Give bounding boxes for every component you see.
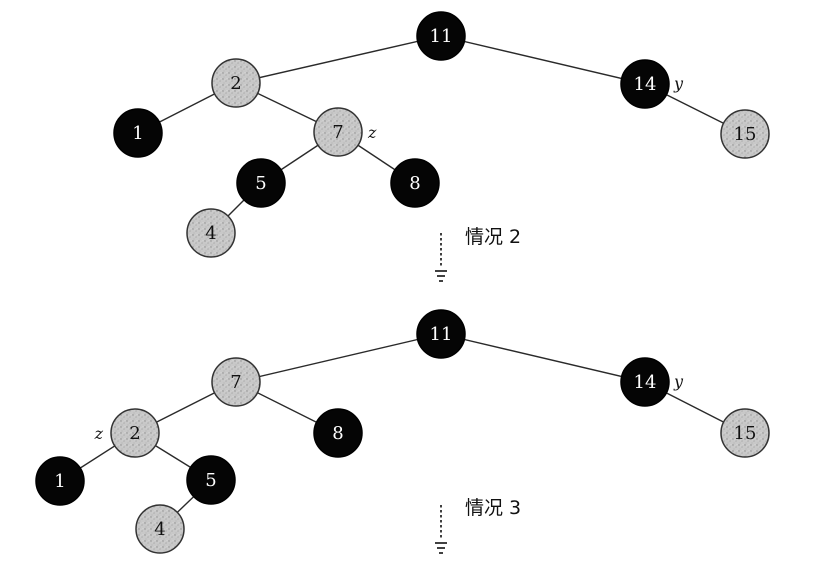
node-key: 2 (230, 73, 241, 94)
edge-11-14 (440, 35, 646, 85)
node-key: 11 (430, 324, 453, 345)
red-node-circle (135, 504, 185, 554)
tree-node-8: 8 (390, 158, 440, 208)
tree-node-2: 2 (211, 58, 261, 108)
case-2-label: 情况 2 (465, 226, 521, 248)
tree-node-5: 5 (236, 158, 286, 208)
node-key: 15 (734, 423, 757, 444)
tree-node-14: 14 y (620, 59, 684, 109)
tree-node-15: 15 (720, 408, 770, 458)
node-key: 4 (154, 519, 165, 540)
tree-node-8: 8 (313, 408, 363, 458)
tree-node-2: 2z (94, 408, 160, 458)
node-key: 8 (332, 423, 343, 444)
red-node-circle (313, 107, 363, 157)
red-node-circle (110, 408, 160, 458)
node-key: 7 (332, 122, 343, 143)
tree-node-1: 1 (35, 456, 85, 506)
node-key: 15 (734, 124, 757, 145)
transition-case-3: 情况 3 (435, 497, 521, 554)
case-3-label: 情况 3 (465, 497, 521, 519)
black-node-circle (390, 158, 440, 208)
black-node-circle (113, 108, 163, 158)
node-pointer-label-y: y (673, 74, 684, 93)
red-node-circle (186, 208, 236, 258)
node-key: 11 (430, 26, 453, 47)
node-pointer-label-y: y (673, 372, 684, 391)
node-key: 4 (205, 223, 216, 244)
red-node-circle (720, 109, 770, 159)
node-key: 14 (634, 74, 657, 95)
transition-case-2: 情况 2 (435, 226, 521, 282)
black-node-circle (313, 408, 363, 458)
black-node-circle (620, 357, 670, 407)
node-key: 1 (132, 123, 143, 144)
node-key: 2 (129, 423, 140, 444)
edge-11-14 (440, 333, 646, 383)
black-node-circle (186, 455, 236, 505)
node-pointer-label-z: z (94, 424, 104, 443)
black-node-circle (35, 456, 85, 506)
red-node-circle (211, 58, 261, 108)
tree-node-1: 1 (113, 108, 163, 158)
tree-node-4: 4 (186, 208, 236, 258)
node-key: 8 (409, 173, 420, 194)
node-key: 5 (255, 173, 266, 194)
tree-node-11: 11 (416, 11, 466, 61)
tree-node-5: 5 (186, 455, 236, 505)
node-key: 14 (634, 372, 657, 393)
node-key: 1 (54, 471, 65, 492)
tree-node-15: 15 (720, 109, 770, 159)
black-node-circle (236, 158, 286, 208)
tree-node-11: 11 (416, 309, 466, 359)
edge-11-2 (235, 35, 442, 84)
node-pointer-label-z: z (367, 123, 377, 142)
red-node-circle (211, 357, 261, 407)
black-node-circle (416, 11, 466, 61)
tree-node-14: 14 y (620, 357, 684, 407)
black-node-circle (620, 59, 670, 109)
red-node-circle (720, 408, 770, 458)
node-key: 5 (205, 470, 216, 491)
node-key: 7 (230, 372, 241, 393)
tree-node-4: 4 (135, 504, 185, 554)
tree-node-7: 7 (211, 357, 261, 407)
edge-11-7 (235, 333, 442, 383)
black-node-circle (416, 309, 466, 359)
